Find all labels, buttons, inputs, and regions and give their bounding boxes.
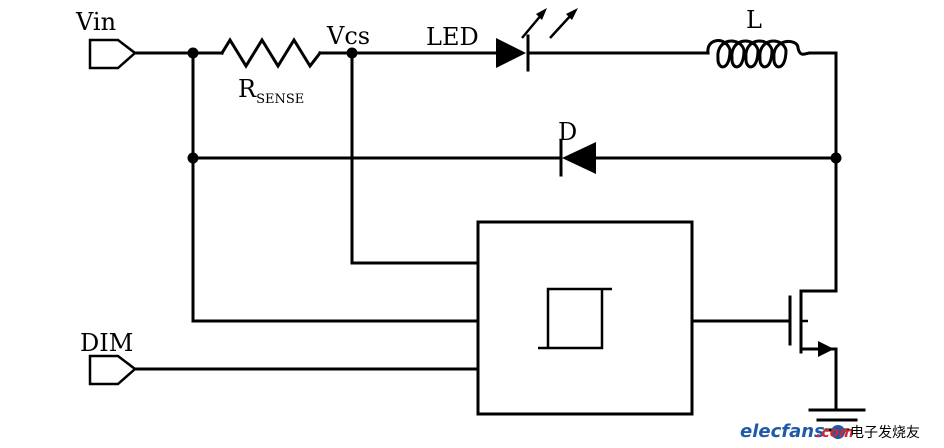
dim-label: DIM bbox=[80, 329, 133, 357]
hysteresis-icon bbox=[538, 287, 612, 350]
diode-label: D bbox=[558, 118, 577, 146]
sense-resistor bbox=[219, 37, 323, 69]
controller-block bbox=[476, 220, 694, 416]
watermark-logo: elecfans .com 电子发烧友 bbox=[740, 421, 920, 442]
led-label: LED bbox=[426, 23, 479, 51]
junction-diode-right bbox=[830, 152, 842, 164]
watermark-site: elecfans bbox=[740, 421, 825, 442]
diode-symbol bbox=[559, 139, 596, 177]
vin-label: Vin bbox=[75, 8, 116, 36]
junctions bbox=[187, 47, 842, 164]
vcs-label: Vcs bbox=[326, 22, 370, 50]
watermark-cn: 电子发烧友 bbox=[850, 425, 920, 441]
inductor-symbol bbox=[706, 39, 812, 69]
watermark-domain: .com bbox=[816, 425, 854, 441]
wires bbox=[133, 51, 838, 410]
inductor-label: L bbox=[746, 6, 762, 34]
dim-connector bbox=[88, 354, 137, 386]
junction-vin bbox=[187, 47, 199, 59]
junction-vcs bbox=[346, 47, 358, 59]
vin-connector bbox=[88, 38, 137, 70]
mosfet-symbol bbox=[788, 289, 834, 357]
rsense-label: RSENSE bbox=[238, 75, 304, 107]
led-symbol bbox=[496, 8, 578, 72]
junction-diode-left bbox=[187, 152, 199, 164]
